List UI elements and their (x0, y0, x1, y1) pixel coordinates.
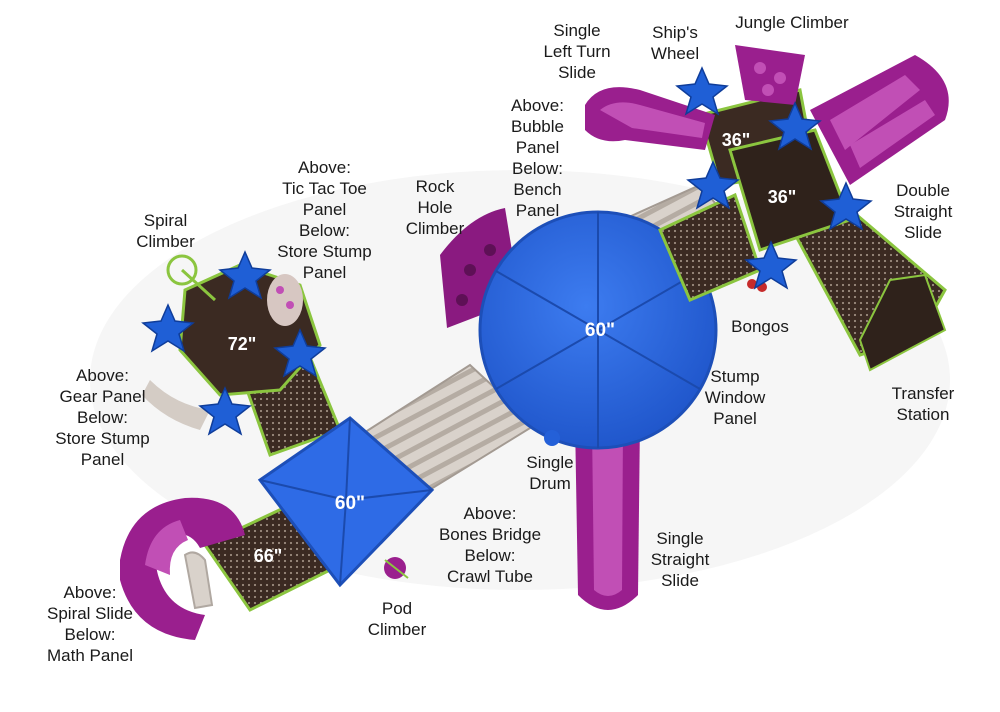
star-topper (218, 250, 272, 300)
single-left-turn-slide (585, 87, 715, 150)
square-roof-height: 60" (335, 493, 365, 514)
star-topper (141, 303, 195, 353)
star-topper (198, 386, 252, 436)
right-deck-structure: 36" 36" (658, 88, 947, 372)
star-topper (675, 66, 729, 116)
single-drum-shape (544, 430, 560, 446)
pod-climber-shape (384, 557, 409, 579)
double-straight-slide (810, 55, 949, 185)
square-roof: 60" (257, 416, 435, 588)
star-topper (819, 181, 873, 231)
star-topper (686, 160, 740, 210)
jungle-climber (735, 45, 805, 105)
right-upper-deck-height: 36" (722, 130, 751, 150)
left-roof-height: 72" (228, 334, 257, 354)
big-roof-height: 60" (585, 320, 615, 341)
star-topper (273, 328, 327, 378)
label-bongos: Bongos (731, 317, 789, 336)
star-toppers (141, 66, 873, 436)
spiral-slide (120, 497, 245, 640)
big-round-roof: 60" (478, 210, 718, 450)
slide-deck-height: 66" (254, 546, 283, 566)
spiral-climber (166, 254, 217, 302)
single-straight-slide (575, 420, 640, 610)
star-topper (744, 240, 798, 290)
label-jungle-climber: Jungle Climber (735, 13, 849, 32)
right-lower-deck-height: 36" (768, 187, 797, 207)
star-topper (768, 101, 822, 151)
